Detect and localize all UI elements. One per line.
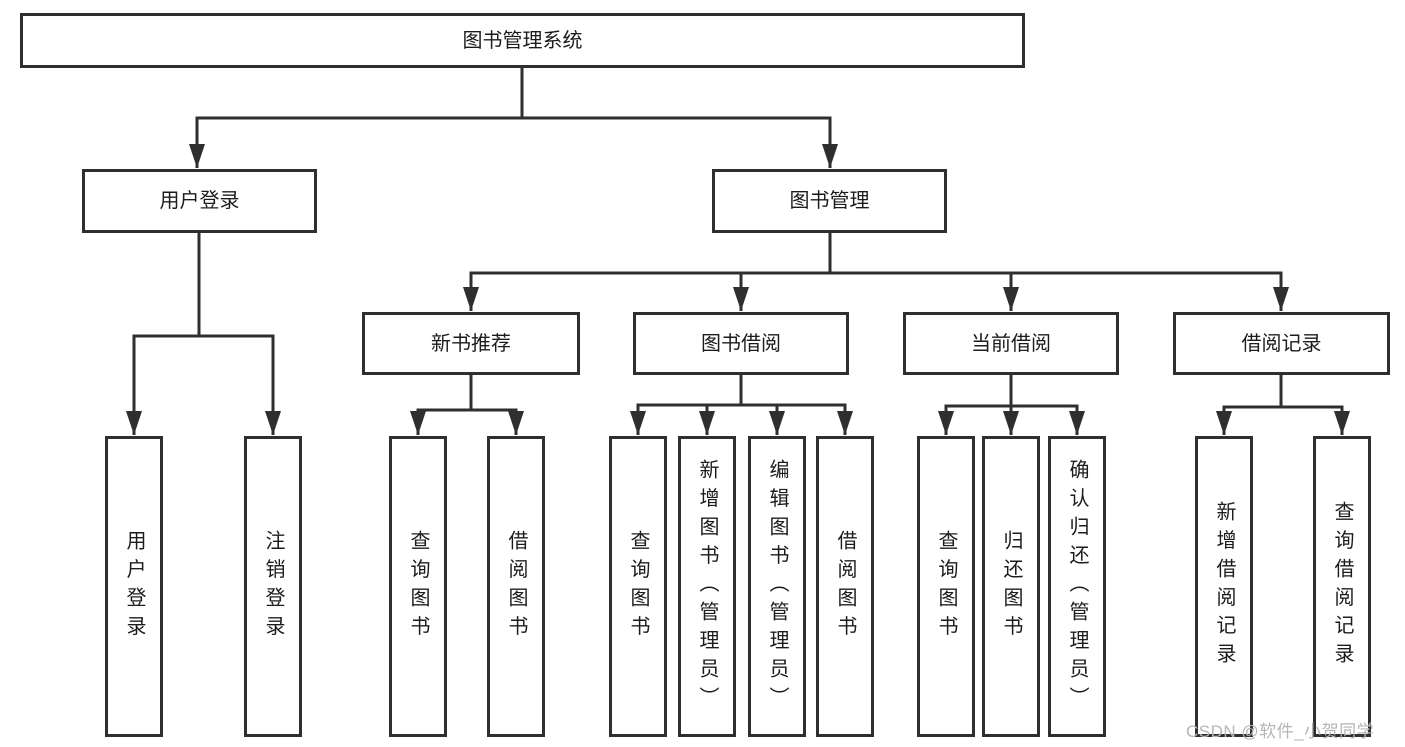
leaf-query-books-recommend: 查询图书 (389, 436, 447, 737)
leaf-return-book: 归还图书 (982, 436, 1040, 737)
node-book-borrow-label: 图书借阅 (701, 332, 781, 355)
leaf-query-books-current: 查询图书 (917, 436, 975, 737)
node-new-book-recommend: 新书推荐 (362, 312, 580, 375)
node-current-borrow: 当前借阅 (903, 312, 1119, 375)
node-user-login: 用户登录 (82, 169, 317, 233)
node-current-borrow-label: 当前借阅 (971, 332, 1051, 355)
connector-records-elbow (1216, 405, 1350, 435)
leaf-query-books-recommend-label: 查询图书 (407, 529, 429, 644)
connector-bookmgmt-elbow (463, 271, 1289, 311)
leaf-query-books-current-label: 查询图书 (935, 529, 957, 644)
connector-root-elbow (189, 116, 838, 168)
leaf-logout-login-label: 注销登录 (262, 529, 284, 644)
leaf-add-borrow-record-label: 新增借阅记录 (1213, 501, 1235, 672)
node-borrow-records: 借阅记录 (1173, 312, 1390, 375)
leaf-logout-login: 注销登录 (244, 436, 302, 737)
node-root-label: 图书管理系统 (462, 29, 583, 52)
leaf-query-books-borrow: 查询图书 (609, 436, 667, 737)
leaf-edit-book-admin: 编辑图书（管理员） (748, 436, 806, 737)
leaf-borrow-books-label: 借阅图书 (834, 529, 856, 644)
node-user-login-label: 用户登录 (159, 190, 240, 212)
leaf-borrow-books-recommend-label: 借阅图书 (505, 529, 527, 644)
node-root: 图书管理系统 (20, 13, 1025, 68)
node-book-management-label: 图书管理 (789, 190, 870, 212)
leaf-confirm-return-admin: 确认归还（管理员） (1048, 436, 1106, 737)
leaf-query-borrow-record-label: 查询借阅记录 (1331, 501, 1353, 672)
leaf-user-login: 用户登录 (105, 436, 163, 737)
leaf-return-book-label: 归还图书 (1000, 529, 1022, 644)
node-book-management: 图书管理 (712, 169, 947, 233)
leaf-borrow-books: 借阅图书 (816, 436, 874, 737)
leaf-add-borrow-record: 新增借阅记录 (1195, 436, 1253, 737)
leaf-query-books-borrow-label: 查询图书 (627, 529, 649, 644)
node-book-borrow: 图书借阅 (633, 312, 849, 375)
leaf-borrow-books-recommend: 借阅图书 (487, 436, 545, 737)
node-borrow-records-label: 借阅记录 (1241, 332, 1322, 355)
leaf-user-login-label: 用户登录 (123, 529, 145, 644)
leaf-add-book-admin: 新增图书（管理员） (678, 436, 736, 737)
leaf-add-book-admin-label: 新增图书（管理员） (696, 458, 718, 715)
node-new-book-recommend-label: 新书推荐 (431, 332, 511, 355)
leaf-confirm-return-admin-label: 确认归还（管理员） (1066, 458, 1088, 715)
connector-borrow-elbow (630, 403, 853, 435)
watermark: CSDN @软件_小贺同学 (1186, 722, 1375, 741)
connector-newrec-elbow (410, 408, 524, 435)
leaf-edit-book-admin-label: 编辑图书（管理员） (766, 458, 788, 715)
connector-userlogin-elbow (126, 334, 281, 435)
leaf-query-borrow-record: 查询借阅记录 (1313, 436, 1371, 737)
